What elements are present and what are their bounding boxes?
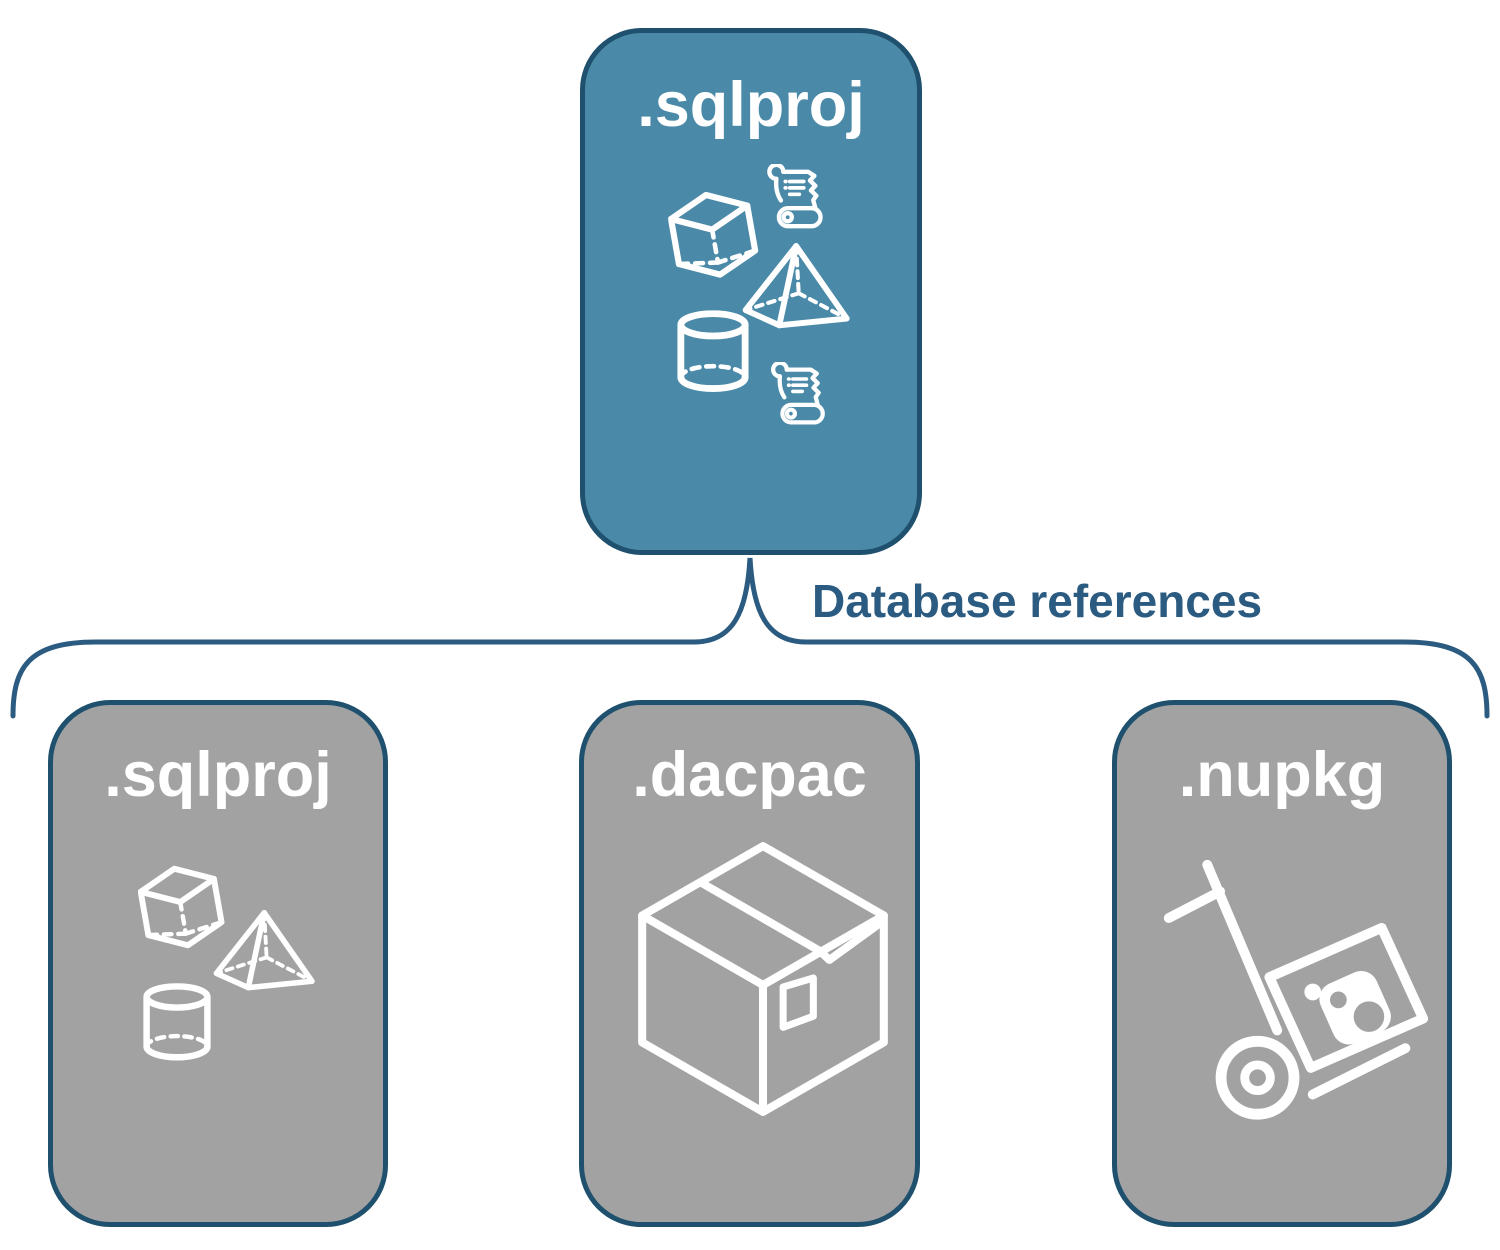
pyramid-icon xyxy=(742,241,852,332)
cylinder-icon xyxy=(142,983,212,1068)
node-ref-nupkg-label: .nupkg xyxy=(1178,740,1386,810)
connector-label: Database references xyxy=(812,575,1263,627)
node-root-label: .sqlproj xyxy=(637,70,865,140)
node-ref-sqlproj: .sqlproj xyxy=(48,700,388,1227)
cylinder-icon xyxy=(676,310,750,400)
package-box-icon xyxy=(632,838,894,1130)
scroll-icon xyxy=(762,164,828,232)
node-ref-dacpac: .dacpac xyxy=(579,700,920,1227)
pyramid-icon xyxy=(213,908,317,994)
node-ref-sqlproj-label: .sqlproj xyxy=(104,740,332,810)
hand-truck-package-icon xyxy=(1157,853,1433,1129)
scroll-icon xyxy=(766,362,830,428)
node-ref-dacpac-label: .dacpac xyxy=(632,740,867,810)
node-ref-nupkg: .nupkg xyxy=(1112,700,1452,1227)
node-root-sqlproj: .sqlproj xyxy=(580,28,922,555)
